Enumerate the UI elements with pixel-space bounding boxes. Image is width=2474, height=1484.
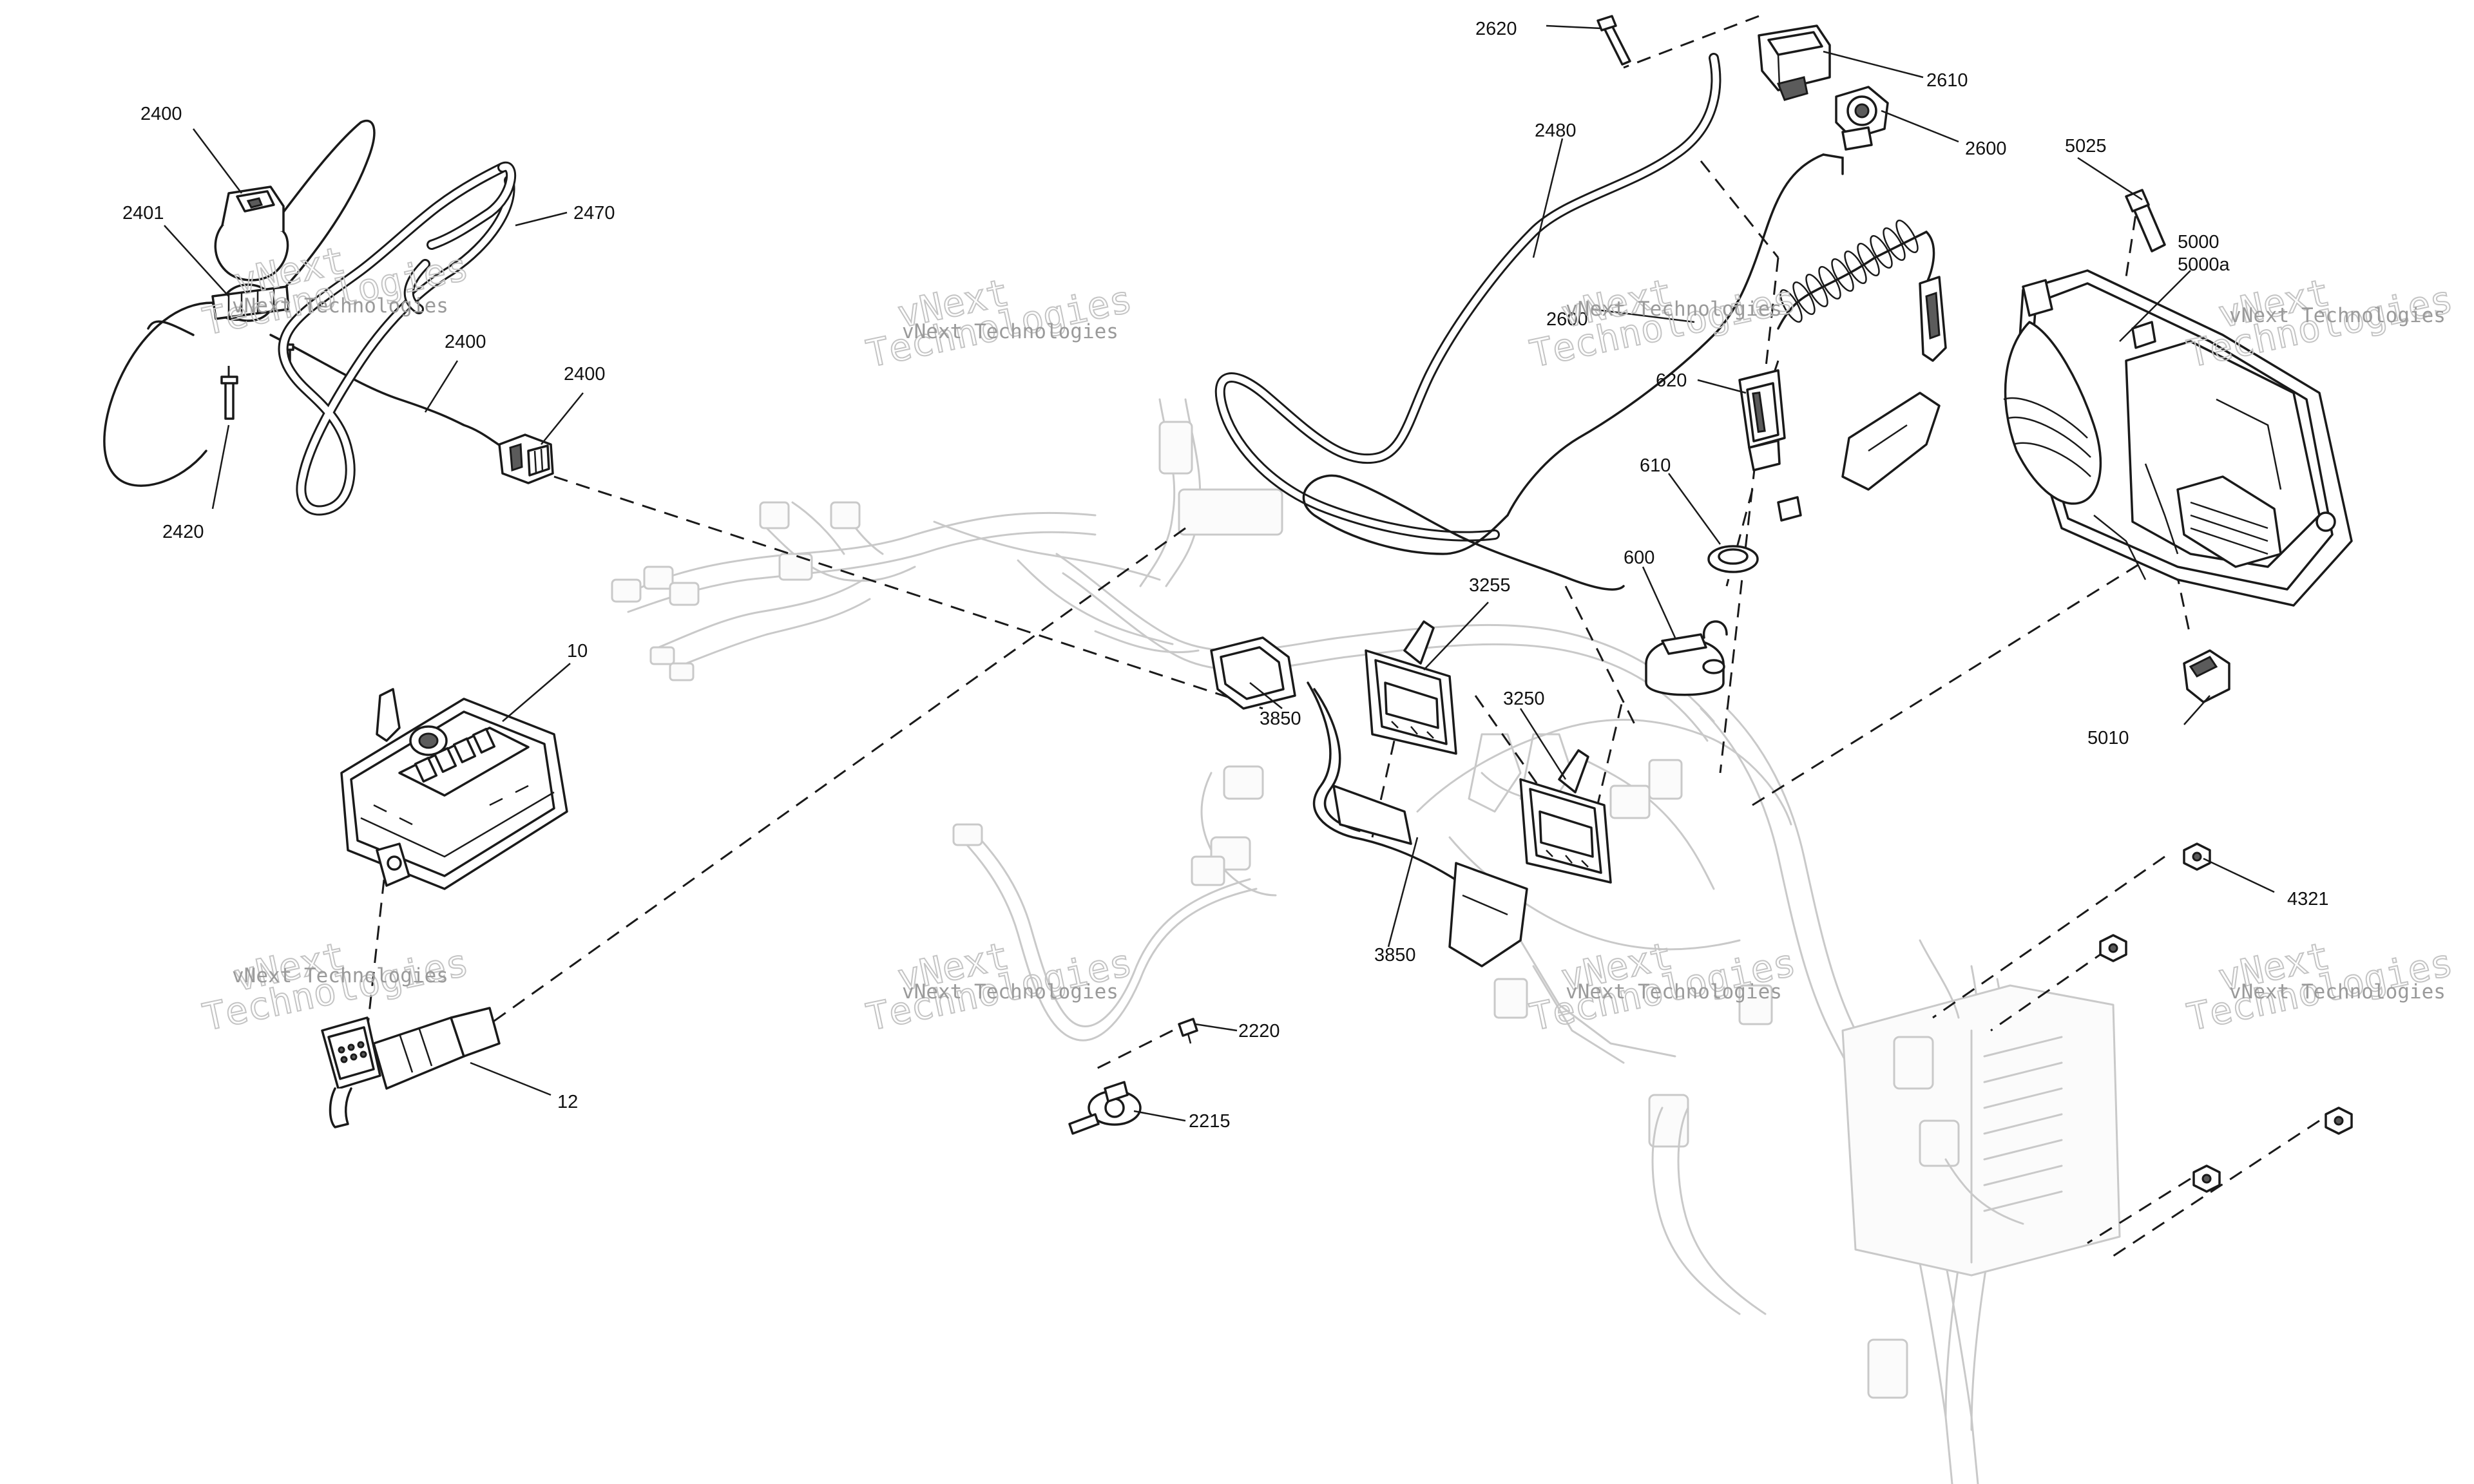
callout-leaders <box>164 24 2275 1122</box>
callout-610: 610 <box>1640 455 1671 476</box>
callout-5000: 5000 <box>2178 232 2220 252</box>
callout-4321: 4321 <box>2287 889 2329 909</box>
connector-2610 <box>1758 24 1831 101</box>
watermark-small-2: vNext Technologies <box>902 320 1118 343</box>
callout-600: 600 <box>1624 547 1654 568</box>
nut-4321-c <box>2325 1107 2353 1135</box>
sensor-2600 <box>1835 86 1889 151</box>
callout-2620: 2620 <box>1475 19 1517 39</box>
cap-5010 <box>2183 649 2230 703</box>
nut-4321-b <box>2099 934 2127 962</box>
callout-3850-lower: 3850 <box>1374 945 1416 966</box>
coil-cord-2600 <box>1777 219 1947 362</box>
watermark-8: Technologies vNext <box>2183 933 2457 1040</box>
bolt-2620 <box>1597 15 1631 66</box>
switch-3250 <box>1519 749 1612 884</box>
nut-4321-a <box>2183 842 2211 871</box>
cable-2600 <box>1302 153 1844 591</box>
connector-2400 <box>498 433 554 484</box>
grommet-610 <box>1707 545 1759 573</box>
ecu-5000 <box>2003 269 2353 607</box>
harness-3850 <box>1210 636 1528 967</box>
watermark-small-7: vNext Technologies <box>1566 980 1782 1004</box>
callout-2215: 2215 <box>1189 1111 1231 1132</box>
callout-2470: 2470 <box>573 203 615 224</box>
watermark-7: Technologies vNext <box>1526 933 1800 1040</box>
watermark-2: Technologies vNext <box>862 269 1136 376</box>
switch-2400-assembly <box>103 119 510 487</box>
callout-2400-mid: 2400 <box>445 332 486 352</box>
callout-5000a: 5000a <box>2178 254 2230 275</box>
bracket-near-ecu <box>1777 392 1941 522</box>
watermark-small-3: vNext Technologies <box>1566 298 1782 321</box>
callout-5025: 5025 <box>2065 136 2107 157</box>
callout-3255: 3255 <box>1469 575 1511 596</box>
nut-4321-d <box>2192 1165 2221 1193</box>
callout-2400-right: 2400 <box>564 364 606 385</box>
callout-12: 12 <box>557 1092 578 1112</box>
hose-2470 <box>278 161 517 516</box>
module-10 <box>340 688 568 890</box>
watermark-6: Technologies vNext <box>862 933 1136 1040</box>
callout-10: 10 <box>567 641 588 661</box>
screw-2220 <box>1178 1018 1198 1044</box>
callout-2600-mid: 2600 <box>1546 309 1588 330</box>
ghost-main-harness <box>611 398 2121 1484</box>
watermark-small-6: vNext Technologies <box>902 980 1118 1004</box>
callout-2420: 2420 <box>162 522 204 542</box>
connector-12 <box>321 1007 501 1128</box>
watermark-small-4: vNext Technologies <box>2229 304 2446 327</box>
hose-2480 <box>1214 53 1721 542</box>
callout-2401: 2401 <box>122 203 164 224</box>
watermark-small-5: vNext Technologies <box>232 964 448 987</box>
callout-2400-top: 2400 <box>140 104 182 124</box>
callout-5010: 5010 <box>2087 728 2129 748</box>
callout-620: 620 <box>1656 370 1687 391</box>
callout-2220: 2220 <box>1238 1021 1280 1042</box>
watermark-small-8: vNext Technologies <box>2229 980 2446 1004</box>
callout-2610: 2610 <box>1926 70 1968 91</box>
callout-2480: 2480 <box>1535 120 1577 141</box>
sensor-2215 <box>1068 1081 1142 1135</box>
bolt-5025 <box>2125 189 2166 252</box>
callout-3250: 3250 <box>1503 689 1545 709</box>
callout-2600-top: 2600 <box>1965 138 2007 159</box>
sensor-600 <box>1645 620 1728 696</box>
callout-3850-upper: 3850 <box>1260 709 1301 729</box>
callout-labels: 2400 2401 2470 2400 2400 2420 10 12 2620… <box>122 19 2329 1132</box>
connector-620 <box>1738 369 1786 471</box>
watermark-small-1: vNext Technologies <box>232 294 448 318</box>
switch-3255 <box>1365 620 1457 755</box>
